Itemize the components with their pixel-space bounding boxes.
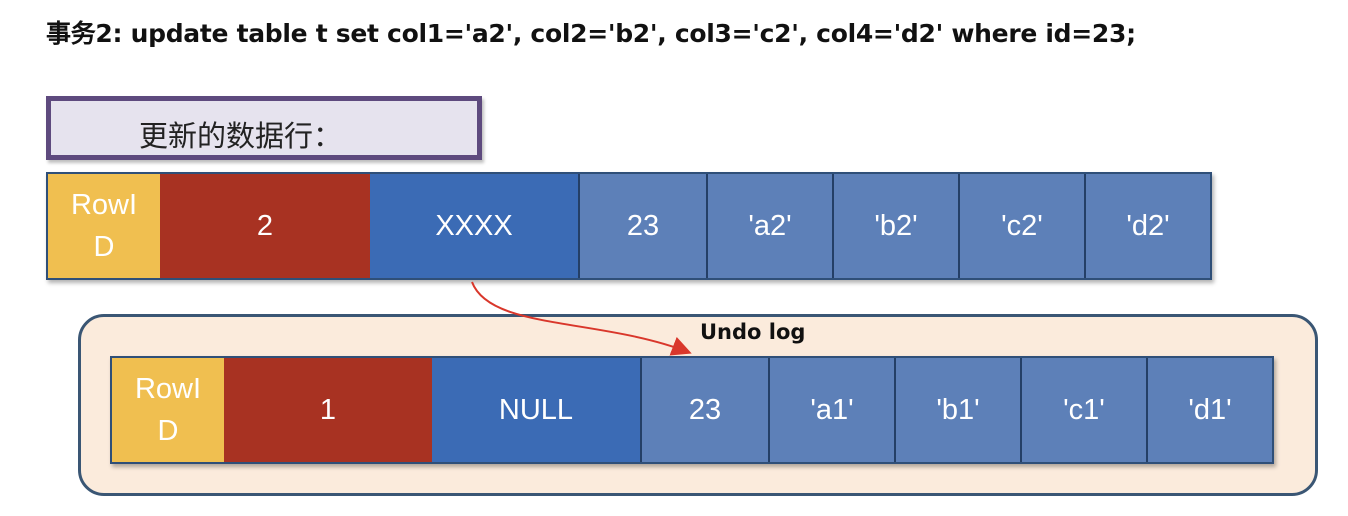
updated-row-label: 更新的数据行： — [139, 119, 343, 153]
current-row: RowI D 2 XXXX 23 'a2' 'b2' 'c2' 'd2' — [46, 172, 1212, 280]
undo-col-cell: 'd1' — [1146, 358, 1272, 462]
undo-log-title: Undo log — [700, 320, 806, 344]
undo-rowid-cell: RowI D — [112, 358, 224, 462]
current-roll-pointer-cell: XXXX — [370, 174, 578, 278]
current-col-cell: 'a2' — [706, 174, 832, 278]
current-col-cell: 'c2' — [958, 174, 1084, 278]
undo-col-cell: 'c1' — [1020, 358, 1146, 462]
updated-row-label-box: 更新的数据行： — [46, 96, 482, 160]
arrow-path — [471, 281, 692, 356]
current-trx-id-cell: 2 — [160, 174, 370, 278]
undo-col-cell: 23 — [640, 358, 768, 462]
current-col-cell: 'b2' — [832, 174, 958, 278]
undo-trx-id-cell: 1 — [224, 358, 432, 462]
current-rowid-cell: RowI D — [48, 174, 160, 278]
undo-col-cell: 'a1' — [768, 358, 894, 462]
current-col-cell: 'd2' — [1084, 174, 1210, 278]
undo-row: RowI D 1 NULL 23 'a1' 'b1' 'c1' 'd1' — [110, 356, 1274, 464]
current-col-cell: 23 — [578, 174, 706, 278]
undo-col-cell: 'b1' — [894, 358, 1020, 462]
diagram-title: 事务2: update table t set col1='a2', col2=… — [46, 19, 1136, 48]
undo-roll-pointer-cell: NULL — [432, 358, 640, 462]
